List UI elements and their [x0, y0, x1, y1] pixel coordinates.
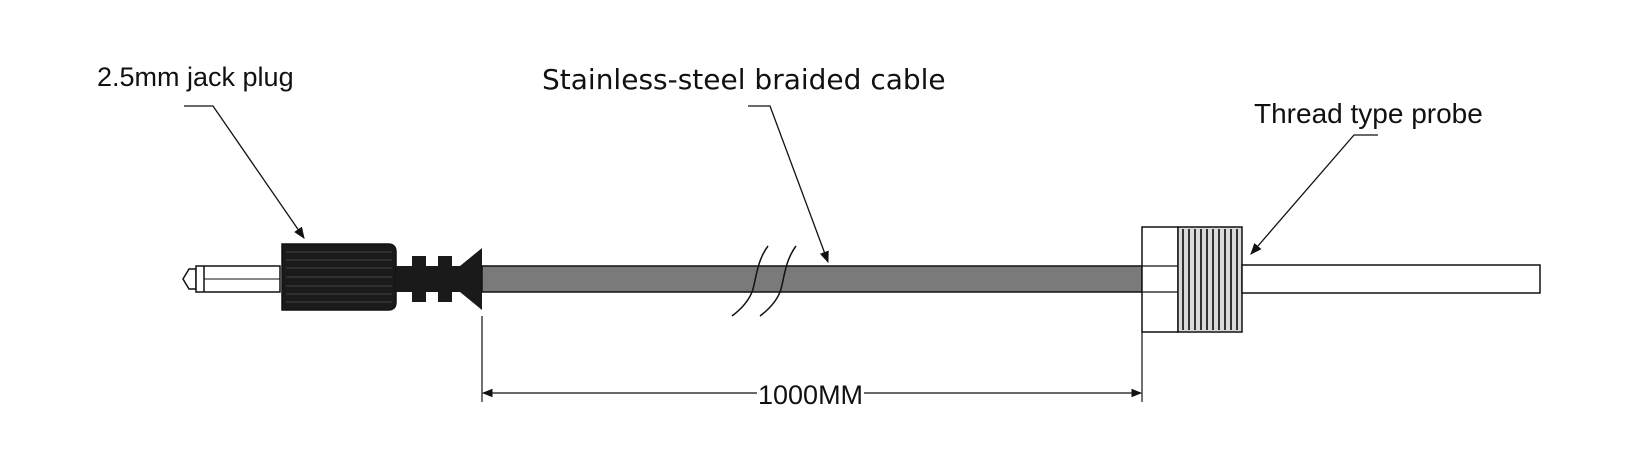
probe-rod: [1241, 264, 1541, 294]
jack-plug: [182, 243, 482, 311]
leader-lines: [184, 105, 1378, 264]
probe-label: Thread type probe: [1254, 98, 1483, 129]
housing-knurl-lines: [286, 251, 392, 303]
thread-probe: [1141, 226, 1541, 333]
cable-body: [481, 265, 1143, 293]
cable-break-mark: [731, 245, 769, 317]
probe-thread: [1177, 226, 1243, 333]
leader-probe: [1250, 134, 1378, 255]
jack-plug-label: 2.5mm jack plug: [97, 62, 294, 92]
leader-jack-plug: [184, 105, 305, 239]
jack-plug-tip: [182, 268, 197, 290]
braided-cable: [481, 245, 1143, 317]
strain-relief-rib: [412, 256, 426, 302]
length-dimension-label: 1000MM: [757, 380, 865, 410]
thread-ridges: [1182, 229, 1238, 330]
strain-relief-flare: [460, 248, 482, 310]
cable-label: Stainless-steel braided cable: [542, 63, 946, 96]
probe-hex-nut: [1141, 226, 1179, 333]
strain-relief-rib: [438, 256, 452, 302]
cable-break-mark: [759, 245, 797, 317]
leader-cable: [748, 105, 829, 264]
